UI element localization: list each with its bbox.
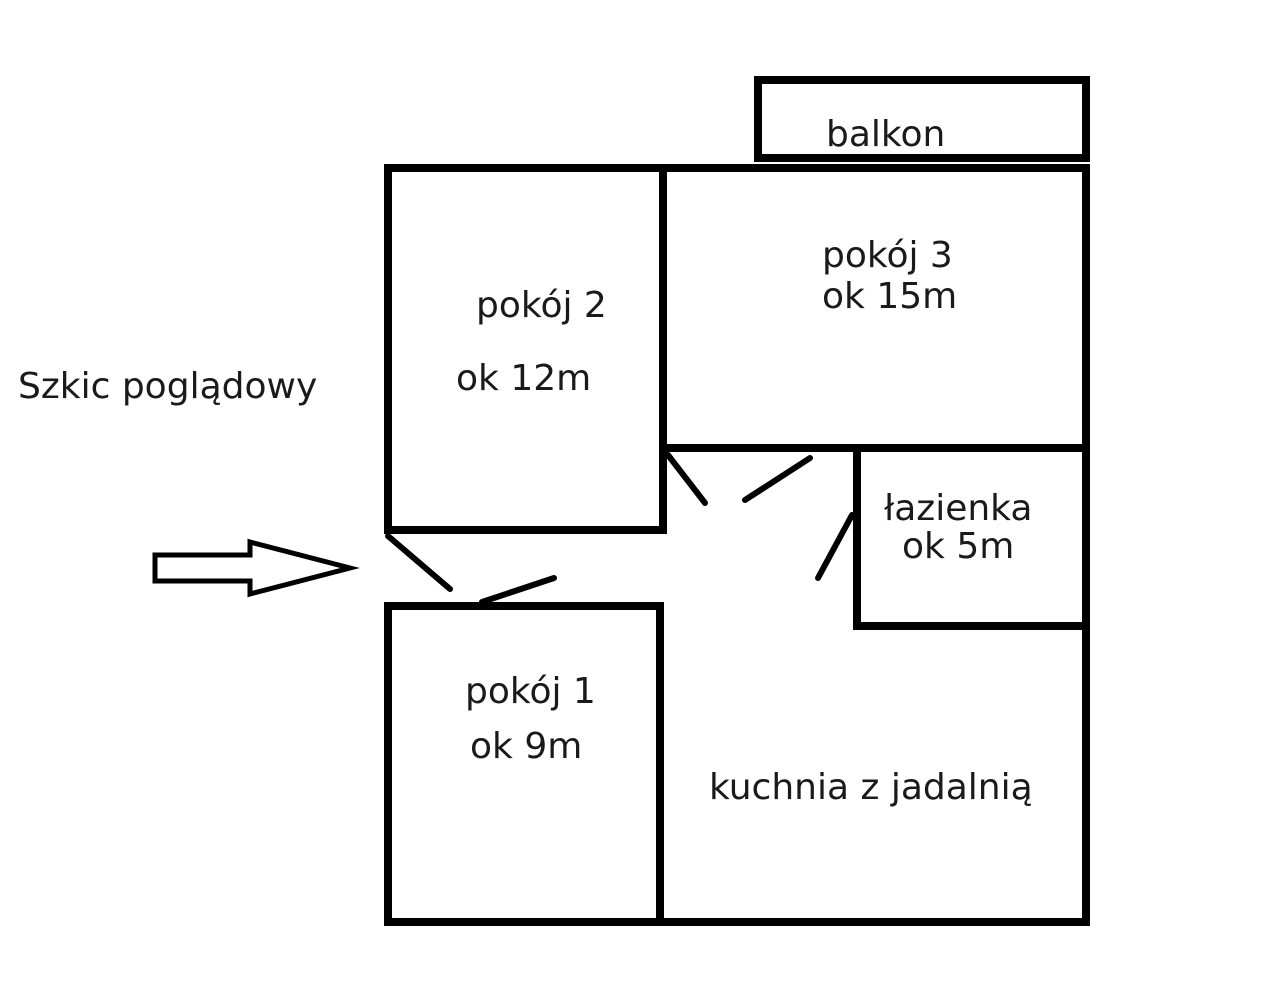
balcony	[754, 76, 1090, 162]
room-2-name: pokój 2	[476, 285, 607, 326]
room-2-area: ok 12m	[456, 358, 591, 399]
bathroom-name: łazienka	[884, 488, 1032, 529]
outer-walls	[384, 164, 1090, 926]
balcony-label: balkon	[826, 114, 945, 155]
door-bathroom	[815, 512, 855, 581]
bathroom-area: ok 5m	[902, 526, 1014, 567]
door-room-3	[742, 455, 813, 503]
entrance-arrow-icon	[152, 538, 360, 598]
room-1	[384, 602, 664, 926]
room-1-area: ok 9m	[470, 726, 582, 767]
kitchen-label: kuchnia z jadalnią	[709, 767, 1033, 808]
sketch-caption: Szkic poglądowy	[18, 366, 317, 407]
bathroom	[853, 444, 1090, 630]
room-3-name: pokój 3	[822, 235, 953, 276]
doors	[385, 452, 855, 605]
balcony-wall	[754, 76, 1090, 162]
door-entrance	[385, 533, 453, 592]
room-1-name: pokój 1	[465, 671, 596, 712]
door-room-2	[665, 452, 708, 506]
room-2	[384, 164, 667, 534]
door-room-1	[479, 575, 557, 605]
room-3-area: ok 15m	[822, 276, 957, 317]
